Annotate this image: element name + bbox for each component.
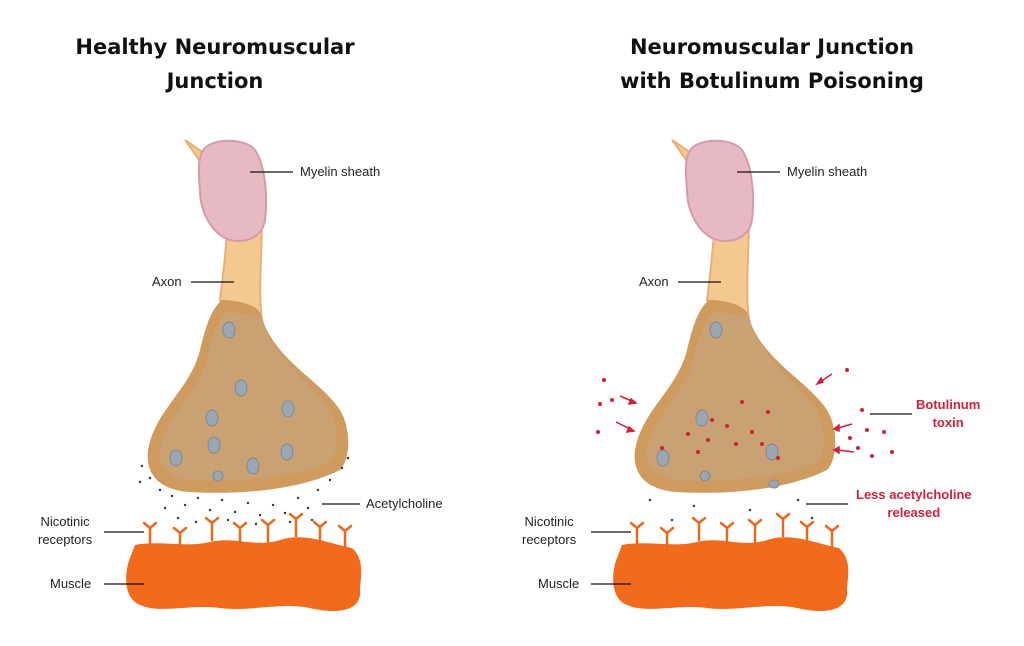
botulinum-toxin-particles bbox=[596, 368, 894, 460]
botulinum-title-line2: with Botulinum Poisoning bbox=[620, 69, 924, 93]
terminal-inner bbox=[159, 312, 337, 481]
muscle-label: Muscle bbox=[50, 576, 92, 591]
nicotinic-receptors bbox=[629, 512, 840, 552]
axon-label: Axon bbox=[639, 274, 669, 289]
botulinum-toxin-label-line1: Botulinum bbox=[916, 397, 981, 412]
myelin-label: Myelin sheath bbox=[300, 164, 381, 179]
botulinum-panel: Neuromuscular Junction with Botulinum Po… bbox=[512, 0, 1024, 646]
nicotinic-label-line1: Nicotinic bbox=[40, 514, 90, 529]
nicotinic-label: Nicotinic receptors bbox=[38, 513, 92, 549]
myelin-sheath bbox=[197, 139, 268, 242]
less-acetylcholine-label: Less acetylcholine released bbox=[856, 486, 972, 522]
nicotinic-receptors bbox=[142, 512, 353, 552]
botulinum-title: Neuromuscular Junction with Botulinum Po… bbox=[557, 30, 987, 98]
nicotinic-label-line2: receptors bbox=[522, 532, 577, 547]
myelin-sheath bbox=[684, 139, 755, 242]
botulinum-junction-illustration bbox=[591, 139, 912, 611]
axon-label: Axon bbox=[152, 274, 182, 289]
healthy-panel: Healthy Neuromuscular Junction bbox=[0, 30, 443, 611]
muscle-label: Muscle bbox=[538, 576, 580, 591]
botulinum-toxin-label: Botulinum toxin bbox=[916, 396, 980, 432]
healthy-title: Healthy Neuromuscular Junction bbox=[0, 30, 430, 98]
acetylcholine-particles bbox=[648, 498, 814, 522]
leader-lines bbox=[591, 171, 912, 585]
nicotinic-label: Nicotinic receptors bbox=[522, 513, 576, 549]
acetylcholine-label: Acetylcholine bbox=[366, 496, 443, 511]
botulinum-toxin-label-line2: toxin bbox=[932, 415, 964, 430]
synaptic-vesicles bbox=[169, 321, 295, 482]
myelin-label: Myelin sheath bbox=[787, 164, 868, 179]
nicotinic-label-line2: receptors bbox=[38, 532, 93, 547]
less-acetylcholine-label-line2: released bbox=[887, 505, 941, 520]
less-acetylcholine-label-line1: Less acetylcholine bbox=[856, 487, 972, 502]
muscle-shape bbox=[613, 537, 849, 611]
healthy-title-line2: Junction bbox=[166, 69, 264, 93]
nicotinic-label-line1: Nicotinic bbox=[524, 514, 574, 529]
muscle-shape bbox=[126, 537, 362, 611]
leader-lines bbox=[104, 171, 360, 585]
terminal-inner bbox=[646, 312, 824, 481]
synaptic-vesicles bbox=[656, 321, 780, 489]
healthy-junction-illustration bbox=[104, 139, 362, 611]
healthy-title-line1: Healthy Neuromuscular bbox=[75, 35, 355, 59]
acetylcholine-particles bbox=[138, 456, 350, 526]
toxin-arrows bbox=[615, 373, 855, 455]
botulinum-title-line1: Neuromuscular Junction bbox=[629, 35, 915, 59]
